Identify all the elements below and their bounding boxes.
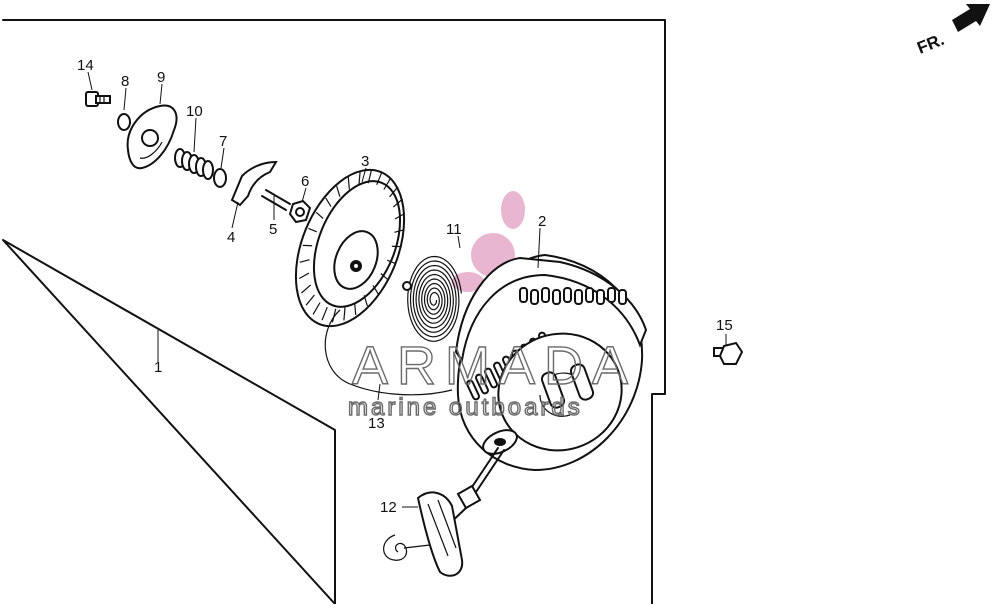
bolt-part-15	[714, 343, 742, 364]
direction-label: FR.	[914, 30, 947, 58]
front-direction-arrow: FR.	[914, 4, 990, 58]
callout-11: 11	[446, 221, 462, 238]
washer-part-7	[214, 169, 226, 187]
bolt-part-14	[86, 92, 110, 106]
callout-2: 2	[538, 213, 546, 230]
callout-1: 1	[154, 359, 162, 376]
nut-part-6	[290, 201, 310, 222]
spring-part-10	[175, 149, 213, 179]
washer-part-8	[118, 114, 130, 130]
watermark-brand: ARMADA	[352, 336, 637, 396]
callout-6: 6	[301, 173, 309, 190]
callout-14: 14	[77, 57, 94, 74]
callout-5: 5	[269, 221, 277, 238]
callout-12: 12	[380, 499, 397, 516]
callout-8: 8	[121, 73, 129, 90]
pin-part-5	[262, 190, 290, 210]
reel-part-3	[275, 154, 425, 342]
ratchet-guide-part-9	[128, 106, 177, 169]
watermark-tagline: marine outboards	[348, 394, 583, 421]
callout-10: 10	[186, 103, 203, 120]
recoil-spring-part-11	[403, 257, 461, 342]
callout-3: 3	[361, 153, 369, 170]
callout-7: 7	[219, 133, 227, 150]
callout-15: 15	[716, 317, 733, 334]
callout-9: 9	[157, 69, 165, 86]
ratchet-part-4	[232, 162, 276, 205]
callout-4: 4	[227, 229, 235, 246]
